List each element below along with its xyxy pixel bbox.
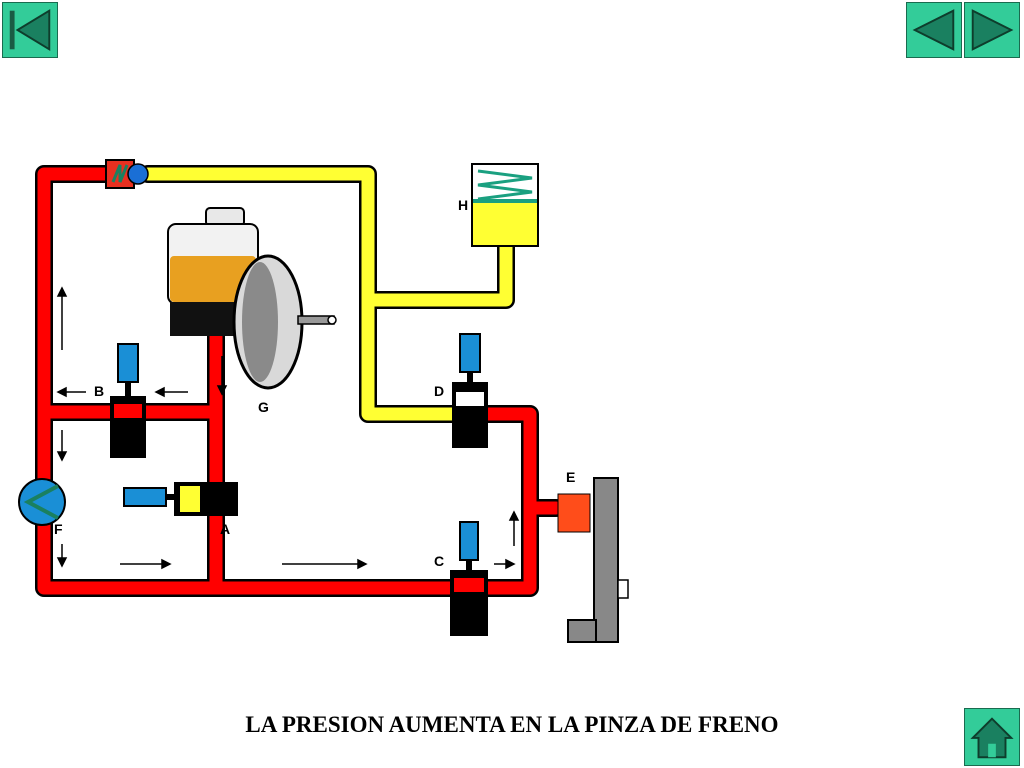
first-slide-icon: [9, 9, 51, 51]
accumulator-h: [471, 163, 539, 247]
label-b: B: [94, 383, 104, 399]
previous-slide-icon: [912, 9, 955, 51]
label-h: H: [458, 197, 468, 213]
abs-hydraulic-diagram: H G B D A E C F: [18, 159, 629, 643]
valve-a: [123, 482, 238, 516]
next-slide-button[interactable]: [964, 2, 1020, 58]
previous-slide-button[interactable]: [906, 2, 962, 58]
home-icon: [970, 717, 1014, 759]
valve-d: [452, 333, 488, 448]
label-c: C: [434, 553, 444, 569]
label-e: E: [566, 469, 575, 485]
label-d: D: [434, 383, 444, 399]
first-slide-button[interactable]: [2, 2, 58, 58]
valve-b: [110, 343, 146, 458]
label-a: A: [220, 521, 230, 537]
pump-f: [18, 478, 66, 526]
check-valve: [105, 159, 149, 189]
next-slide-icon: [971, 9, 1014, 51]
flow-arrows: [56, 286, 520, 570]
slide-caption: LA PRESION AUMENTA EN LA PINZA DE FRENO: [245, 712, 779, 737]
brake-caliper-e: [557, 477, 629, 643]
valve-c: [450, 521, 488, 636]
home-button[interactable]: [964, 708, 1020, 766]
master-cylinder-booster-g: [167, 207, 337, 390]
label-g: G: [258, 399, 269, 415]
label-f: F: [54, 521, 63, 537]
